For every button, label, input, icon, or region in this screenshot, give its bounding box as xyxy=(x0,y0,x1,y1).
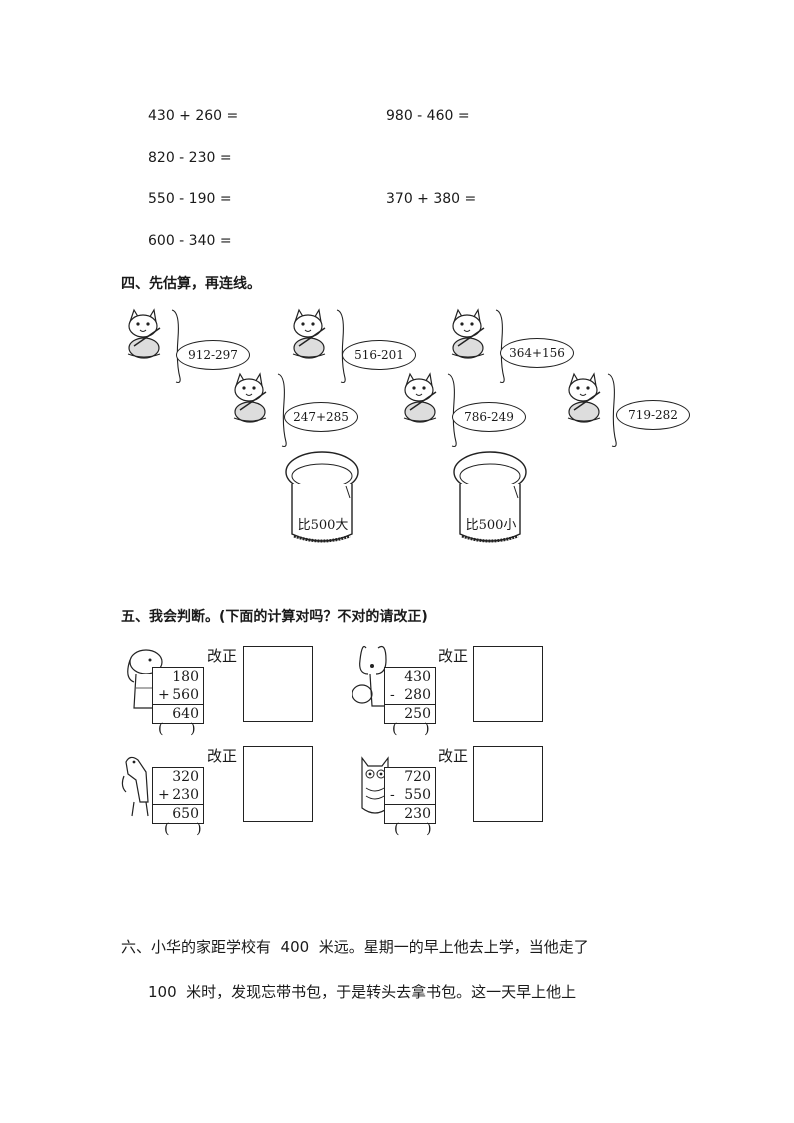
vertical-calculation-2: 430 -280 250 xyxy=(384,667,436,724)
operator: - xyxy=(390,787,395,803)
operator: + xyxy=(158,687,170,703)
cat-fishing-icon xyxy=(292,308,326,359)
judgement-blank-4[interactable]: ( ) xyxy=(394,821,432,837)
section-4-title: 四、先估算，再连线。 xyxy=(121,276,261,292)
cat-fishing-icon xyxy=(567,372,601,423)
vertical-calculation-4: 720 -550 230 xyxy=(384,767,436,824)
vertical-calculation-3: 320 +230 650 xyxy=(152,767,204,824)
fishing-line-icon xyxy=(277,373,287,448)
operand-bottom: 230 xyxy=(172,787,199,803)
fish-expression-3[interactable]: 364+156 xyxy=(500,338,574,368)
fish-expression-4[interactable]: 247+285 xyxy=(284,402,358,432)
equation-2: 980 - 460 = xyxy=(386,108,470,124)
operand-top: 720 xyxy=(404,769,431,785)
operand-bottom: 280 xyxy=(404,687,431,703)
operator: - xyxy=(390,687,395,703)
judgement-blank-1[interactable]: ( ) xyxy=(158,721,196,737)
operand-top: 180 xyxy=(172,669,199,685)
equation-5: 370 + 380 = xyxy=(386,191,477,207)
cat-fishing-icon xyxy=(127,308,161,359)
cat-fishing-icon xyxy=(233,372,267,423)
correction-label-2: 改正 xyxy=(438,647,469,665)
equation-1: 430 + 260 = xyxy=(148,108,239,124)
cat-fishing-icon xyxy=(451,308,485,359)
fishing-line-icon xyxy=(495,309,505,384)
equation-6: 600 - 340 = xyxy=(148,233,232,249)
fish-expression-6[interactable]: 719-282 xyxy=(616,400,690,430)
fishing-line-icon xyxy=(171,309,181,384)
fish-expression-5[interactable]: 786-249 xyxy=(452,402,526,432)
cat-fishing-icon xyxy=(403,372,437,423)
rabbit-icon xyxy=(352,645,388,707)
basket-icon xyxy=(453,451,527,543)
correction-label-3: 改正 xyxy=(207,747,238,765)
fishing-line-icon xyxy=(336,309,346,384)
correction-box-3[interactable] xyxy=(243,746,313,822)
section-6-line-2: 100 米时，发现忘带书包，于是转头去拿书包。这一天早上他上 xyxy=(148,983,577,1001)
judgement-blank-2[interactable]: ( ) xyxy=(392,721,430,737)
correction-label-4: 改正 xyxy=(438,747,469,765)
operand-bottom: 560 xyxy=(172,687,199,703)
vertical-calculation-1: 180 +560 640 xyxy=(152,667,204,724)
section-5-title: 五、我会判断。(下面的计算对吗？不对的请改正) xyxy=(121,609,428,625)
basket-icon xyxy=(285,451,359,543)
correction-label-1: 改正 xyxy=(207,647,238,665)
correction-box-1[interactable] xyxy=(243,646,313,722)
result: 230 xyxy=(404,806,431,822)
fishing-line-icon xyxy=(607,373,617,448)
owl-icon xyxy=(361,756,389,814)
judgement-blank-3[interactable]: ( ) xyxy=(164,821,202,837)
result: 250 xyxy=(404,706,431,722)
result: 640 xyxy=(172,706,199,722)
equation-4: 550 - 190 = xyxy=(148,191,232,207)
correction-box-2[interactable] xyxy=(473,646,543,722)
fishing-line-icon xyxy=(447,373,457,448)
operand-top: 320 xyxy=(172,769,199,785)
basket-label-less[interactable]: 比500小 xyxy=(465,518,517,533)
fish-expression-2[interactable]: 516-201 xyxy=(342,340,416,370)
operand-top: 430 xyxy=(404,669,431,685)
section-6-line-1: 六、小华的家距学校有 400 米远。星期一的早上他去上学，当他走了 xyxy=(121,938,589,956)
result: 650 xyxy=(172,806,199,822)
correction-box-4[interactable] xyxy=(473,746,543,822)
equation-3: 820 - 230 = xyxy=(148,150,232,166)
horse-icon xyxy=(121,756,149,817)
fish-expression-1[interactable]: 912-297 xyxy=(176,340,250,370)
operator: + xyxy=(158,787,170,803)
operand-bottom: 550 xyxy=(404,787,431,803)
basket-label-greater[interactable]: 比500大 xyxy=(297,518,349,533)
